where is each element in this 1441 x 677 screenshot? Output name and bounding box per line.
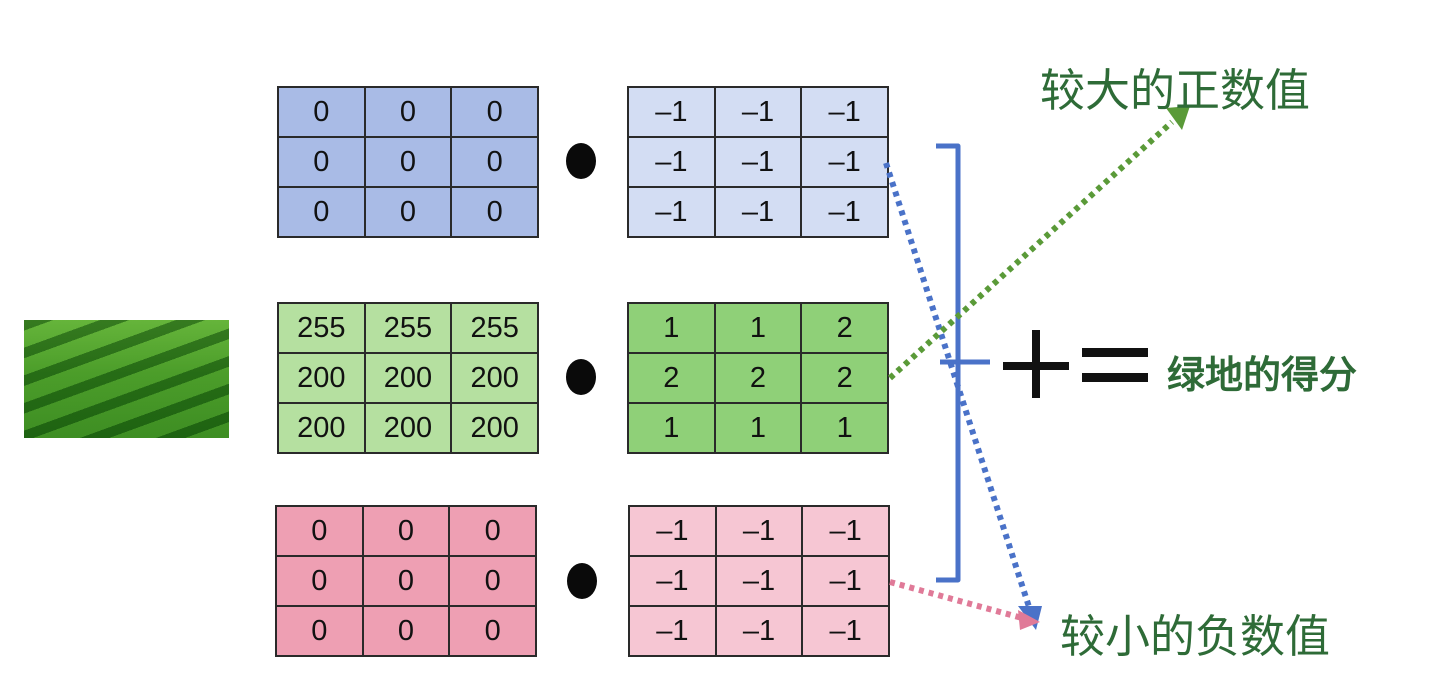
red-kernel-cell: –1 [801,605,890,657]
green-input-cell: 200 [363,402,453,454]
dot-product-icon [566,359,596,395]
matrix-row: –1–1–1 [628,505,890,557]
pink-dotted-arrow [889,579,1023,621]
green-kernel-cell: 2 [800,302,889,354]
blue-kernel-cell: –1 [627,136,716,188]
blue-dotted-arrow [883,162,1033,611]
blue-input-cell: 0 [450,86,539,138]
green-input-cell: 200 [450,352,539,404]
blue-kernel-cell: –1 [800,186,889,238]
blue-kernel-cell: –1 [800,86,889,138]
sum-bracket [936,143,990,583]
blue-input-cell: 0 [363,186,453,238]
red-input-cell: 0 [361,555,451,607]
green-input-cell: 200 [450,402,539,454]
negative-value-label: 较小的负数值 [1060,610,1331,663]
green-input-cell: 200 [277,352,366,404]
blue-kernel-cell: –1 [713,86,803,138]
green-kernel-cell: 1 [713,302,803,354]
green-input-cell: 200 [277,402,366,454]
blue-kernel-cell: –1 [627,86,716,138]
result-score-label: 绿地的得分 [1167,353,1358,397]
matrix-row: –1–1–1 [628,605,890,657]
green-arrowhead-icon [1166,106,1190,130]
red-kernel-cell: –1 [714,555,804,607]
green-kernel-cell: 2 [713,352,803,404]
red-input-cell: 0 [275,505,364,557]
green-kernel-cell: 1 [627,302,716,354]
green-kernel-cell: 2 [627,352,716,404]
green-kernel-cell: 1 [627,402,716,454]
matrix-row: –1–1–1 [627,136,889,188]
matrix-row: –1–1–1 [628,555,890,607]
blue-input-cell: 0 [363,136,453,188]
red-kernel-cell: –1 [628,605,717,657]
red-kernel-matrix: –1–1–1–1–1–1–1–1–1 [628,505,890,657]
red-kernel-cell: –1 [628,555,717,607]
blue-input-cell: 0 [277,86,366,138]
dot-product-icon [566,143,596,179]
matrix-row: –1–1–1 [627,86,889,138]
blue-kernel-matrix: –1–1–1–1–1–1–1–1–1 [627,86,889,238]
red-kernel-cell: –1 [714,605,804,657]
red-input-cell: 0 [448,605,537,657]
blue-kernel-cell: –1 [800,136,889,188]
blue-kernel-cell: –1 [627,186,716,238]
green-input-cell: 255 [363,302,453,354]
blue-input-cell: 0 [450,186,539,238]
blue-input-cell: 0 [450,136,539,188]
red-input-cell: 0 [361,605,451,657]
red-input-cell: 0 [448,555,537,607]
positive-value-label: 较大的正数值 [1040,64,1311,117]
blue-input-cell: 0 [277,136,366,188]
blue-input-cell: 0 [277,186,366,238]
green-kernel-cell: 1 [713,402,803,454]
matrix-row: –1–1–1 [627,186,889,238]
green-dotted-arrow [887,119,1175,381]
plus-icon [1003,330,1069,398]
blue-kernel-cell: –1 [713,186,803,238]
green-kernel-cell: 1 [800,402,889,454]
red-input-cell: 0 [361,505,451,557]
blue-kernel-cell: –1 [713,136,803,188]
green-input-cell: 255 [450,302,539,354]
red-kernel-cell: –1 [801,505,890,557]
red-kernel-cell: –1 [714,505,804,557]
red-input-cell: 0 [448,505,537,557]
dot-product-icon [567,563,597,599]
pink-arrowhead-icon [1018,610,1040,630]
blue-input-cell: 0 [363,86,453,138]
red-input-cell: 0 [275,605,364,657]
equals-icon [1082,348,1148,382]
green-input-cell: 200 [363,352,453,404]
grass-field-image [24,320,229,438]
green-input-cell: 255 [277,302,366,354]
green-kernel-cell: 2 [800,352,889,404]
red-kernel-cell: –1 [628,505,717,557]
red-input-cell: 0 [275,555,364,607]
red-kernel-cell: –1 [801,555,890,607]
